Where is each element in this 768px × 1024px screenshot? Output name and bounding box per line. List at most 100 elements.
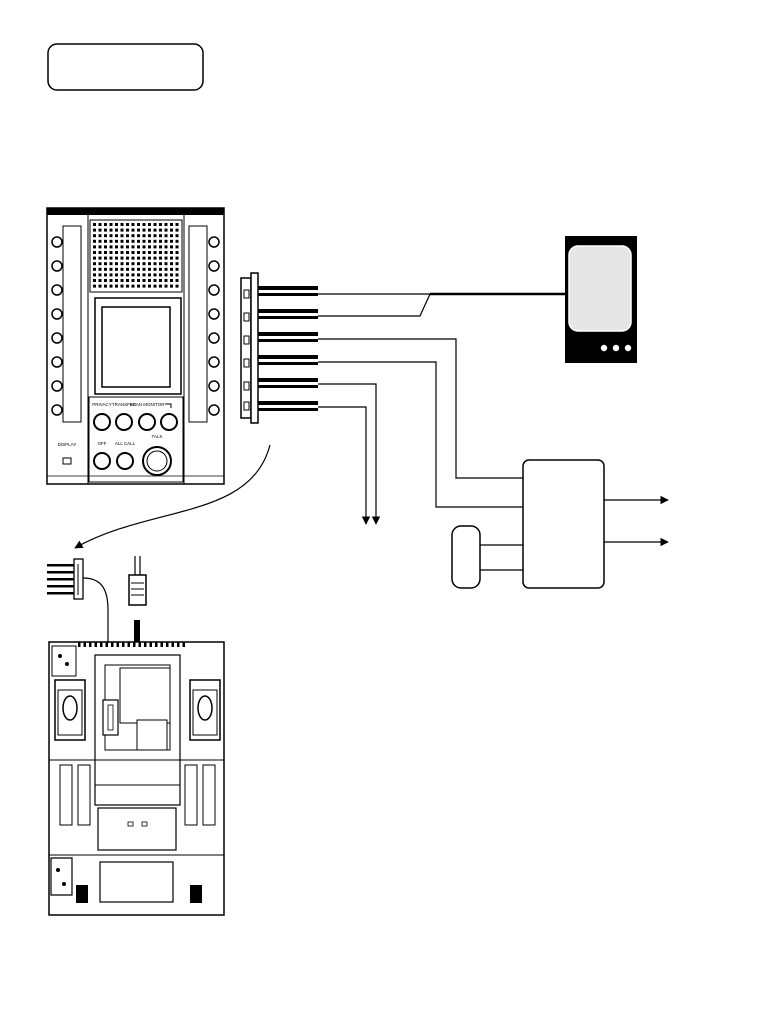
- master-station: AIPHONE LAF-10B PRIVACY TRANSFER SCAN MO…: [46, 207, 225, 485]
- grille-dot: [153, 273, 157, 277]
- grille-dot: [109, 279, 113, 282]
- grille-dot: [153, 228, 157, 232]
- grille-dot: [131, 251, 135, 254]
- grille-dot: [142, 262, 146, 266]
- grille-dot: [170, 228, 173, 232]
- grille-dot: [131, 256, 135, 260]
- grille-dot: [126, 223, 129, 226]
- grille-dot: [126, 279, 129, 282]
- grille-dot: [142, 223, 146, 226]
- grille-dot: [159, 234, 162, 238]
- grille-dot: [153, 262, 157, 266]
- grille-dot: [104, 234, 107, 238]
- wiring-lines: [74, 292, 669, 571]
- grille-dot: [153, 256, 157, 260]
- grille-dot: [170, 279, 173, 282]
- grille-dot: [98, 223, 102, 226]
- grille-dot: [175, 267, 179, 271]
- grille-dot: [175, 262, 179, 266]
- grille-dot: [131, 284, 135, 288]
- grille-dot: [131, 234, 135, 238]
- grille-dot: [131, 223, 135, 226]
- grille-dot: [104, 262, 107, 266]
- grille-dot: [93, 234, 96, 238]
- grille-dot: [148, 223, 151, 226]
- grille-dot: [98, 228, 102, 232]
- grille-dot: [126, 245, 129, 249]
- grille-dot: [126, 256, 129, 260]
- grille-dot: [120, 245, 124, 249]
- grille-dot: [120, 273, 124, 277]
- panel-tooth: [94, 642, 97, 647]
- grille-dot: [104, 279, 107, 282]
- grille-dot: [93, 262, 96, 266]
- panel-tooth: [83, 642, 86, 647]
- grille-dot: [164, 239, 168, 243]
- grille-dot: [142, 267, 146, 271]
- grille-dot: [93, 256, 96, 260]
- grille-dot: [153, 234, 157, 238]
- grille-dot: [109, 223, 113, 226]
- panel-tooth: [144, 642, 147, 647]
- grille-dot: [98, 245, 102, 249]
- grille-dot: [148, 256, 151, 260]
- grille-dot: [148, 239, 151, 243]
- grille-dot: [93, 279, 96, 282]
- grille-dot: [170, 223, 173, 226]
- grille-dot: [115, 284, 118, 288]
- grille-dot: [175, 279, 179, 282]
- grille-dot: [170, 262, 173, 266]
- grille-dot: [104, 267, 107, 271]
- grille-dot: [164, 228, 168, 232]
- grille-dot: [142, 284, 146, 288]
- panel-tooth: [89, 642, 92, 647]
- grille-dot: [120, 262, 124, 266]
- grille-dot: [164, 273, 168, 277]
- panel-tooth: [105, 642, 108, 647]
- talk-label: TALK: [152, 434, 163, 439]
- grille-dot: [109, 267, 113, 271]
- grille-dot: [137, 228, 140, 232]
- grille-dot: [148, 267, 151, 271]
- grille-dot: [126, 262, 129, 266]
- grille-dot: [104, 256, 107, 260]
- scan-monitor-label: SCAN MONITOR: [130, 402, 166, 407]
- grille-dot: [137, 273, 140, 277]
- grille-dot: [159, 256, 162, 260]
- grille-dot: [93, 239, 96, 243]
- grille-dot: [98, 273, 102, 277]
- grille-dot: [170, 234, 173, 238]
- grille-dot: [115, 273, 118, 277]
- panel-tooth: [100, 642, 103, 647]
- grille-dot: [142, 234, 146, 238]
- panel-tooth: [122, 642, 125, 647]
- grille-dot: [164, 223, 168, 226]
- privacy-label: PRIVACY: [92, 402, 111, 407]
- left-station-buttons: [51, 236, 63, 416]
- grille-dot: [109, 284, 113, 288]
- grille-dot: [98, 239, 102, 243]
- grille-dot: [126, 273, 129, 277]
- panel-tooth: [78, 642, 81, 647]
- grille-dot: [93, 284, 96, 288]
- grille-dot: [120, 228, 124, 232]
- grille-dot: [142, 251, 146, 254]
- off-label: OFF: [98, 441, 107, 446]
- grille-dot: [93, 251, 96, 254]
- grille-dot: [131, 262, 135, 266]
- grille-dot: [98, 256, 102, 260]
- speaker-grille: [93, 223, 179, 288]
- grille-dot: [126, 267, 129, 271]
- grille-dot: [104, 239, 107, 243]
- grille-dot: [159, 228, 162, 232]
- grille-dot: [175, 245, 179, 249]
- grille-dot: [93, 223, 96, 226]
- grille-dot: [148, 273, 151, 277]
- grille-dot: [115, 267, 118, 271]
- grille-dot: [142, 228, 146, 232]
- grille-dot: [175, 239, 179, 243]
- grille-dot: [159, 262, 162, 266]
- grille-dot: [126, 284, 129, 288]
- grille-dot: [126, 239, 129, 243]
